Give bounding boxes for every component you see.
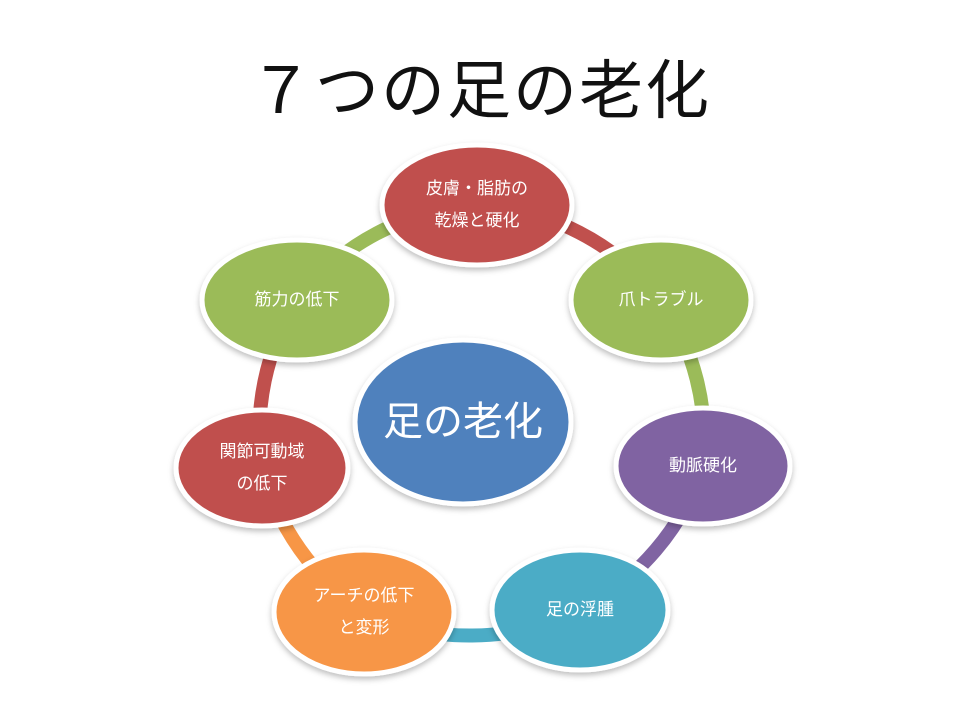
node-label: 爪トラブル — [619, 289, 704, 310]
node-ellipse — [173, 407, 351, 529]
node-label: 動脈硬化 — [669, 456, 737, 476]
cycle-node-2[interactable]: 爪トラブル — [568, 237, 754, 363]
node-ellipse — [613, 405, 793, 527]
center-label: 足の老化 — [383, 399, 543, 445]
node-label: と変形 — [339, 618, 390, 638]
slide-title: ７つの足の老化 — [249, 55, 711, 129]
node-label: アーチの低下 — [314, 586, 415, 606]
node-ellipse — [489, 547, 671, 673]
node-ellipse — [199, 237, 395, 363]
cycle-node-3[interactable]: 動脈硬化 — [613, 405, 793, 527]
node-label: の低下 — [237, 474, 288, 494]
center-node[interactable]: 足の老化 — [352, 337, 574, 507]
node-label: 皮膚・脂肪の — [426, 179, 528, 199]
node-label: 筋力の低下 — [255, 290, 340, 310]
node-label: 足の浮腫 — [546, 600, 614, 620]
node-ellipse — [271, 547, 457, 677]
cycle-node-4[interactable]: 足の浮腫 — [489, 547, 671, 673]
node-ellipse — [568, 237, 754, 363]
node-ellipse — [379, 142, 575, 268]
node-label: 乾燥と硬化 — [435, 211, 520, 231]
node-label: 関節可動域 — [220, 442, 305, 462]
cycle-node-7[interactable]: 筋力の低下 — [199, 237, 395, 363]
center-ellipse — [352, 337, 574, 507]
